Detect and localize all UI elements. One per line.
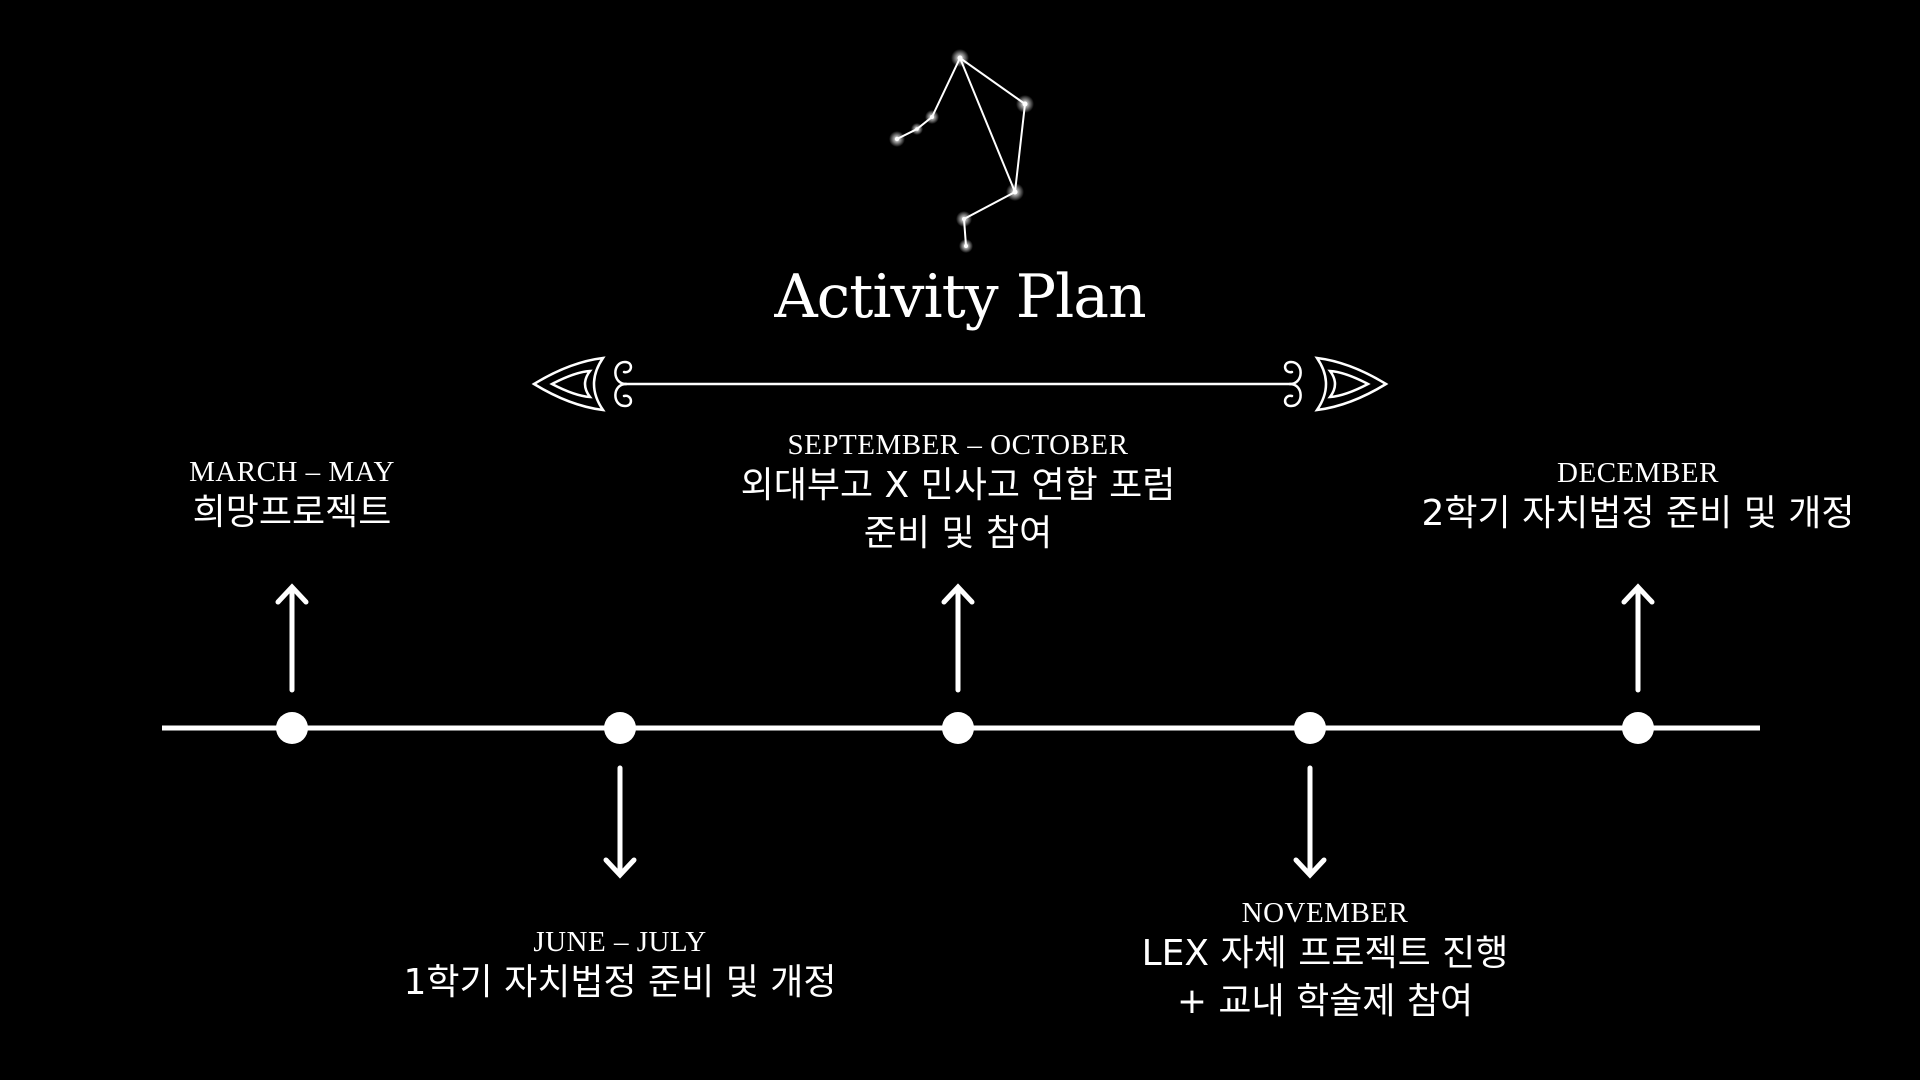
arrow-up-icon xyxy=(275,583,309,693)
event-period: NOVEMBER xyxy=(1241,897,1409,929)
arrow-up-icon xyxy=(941,583,975,693)
timeline-node xyxy=(276,712,308,744)
timeline-node xyxy=(1622,712,1654,744)
event-period: MARCH – MAY xyxy=(189,456,395,488)
page-title: Activity Plan xyxy=(774,262,1146,332)
event-label-march-may: MARCH – MAY 희망프로젝트 xyxy=(189,455,395,537)
event-description: 2학기 자치법정 준비 및 개정 xyxy=(1421,493,1855,534)
event-description: 희망프로젝트 xyxy=(192,492,392,533)
arrow-down-icon xyxy=(1293,765,1327,879)
arrow-up-icon xyxy=(1621,583,1655,693)
timeline-node xyxy=(604,712,636,744)
event-description: 준비 및 참여 xyxy=(863,513,1053,554)
event-description: 외대부고 X 민사고 연합 포럼 xyxy=(740,465,1176,506)
arrow-down-icon xyxy=(603,765,637,879)
event-label-december: DECEMBER 2학기 자치법정 준비 및 개정 xyxy=(1422,456,1855,538)
event-description: + 교내 학술제 참여 xyxy=(1176,981,1474,1022)
event-period: DECEMBER xyxy=(1557,457,1719,489)
timeline-node xyxy=(1294,712,1326,744)
event-period: JUNE – JULY xyxy=(533,926,707,958)
event-period: SEPTEMBER – OCTOBER xyxy=(787,429,1129,461)
timeline-node xyxy=(942,712,974,744)
event-description: 1학기 자치법정 준비 및 개정 xyxy=(403,962,837,1003)
event-label-june-july: JUNE – JULY 1학기 자치법정 준비 및 개정 xyxy=(404,925,837,1007)
event-label-september-october: SEPTEMBER – OCTOBER 외대부고 X 민사고 연합 포럼 준비 … xyxy=(741,428,1176,558)
event-description: LEX 자체 프로젝트 진행 xyxy=(1141,933,1509,974)
event-label-november: NOVEMBER LEX 자체 프로젝트 진행 + 교내 학술제 참여 xyxy=(1142,896,1509,1026)
